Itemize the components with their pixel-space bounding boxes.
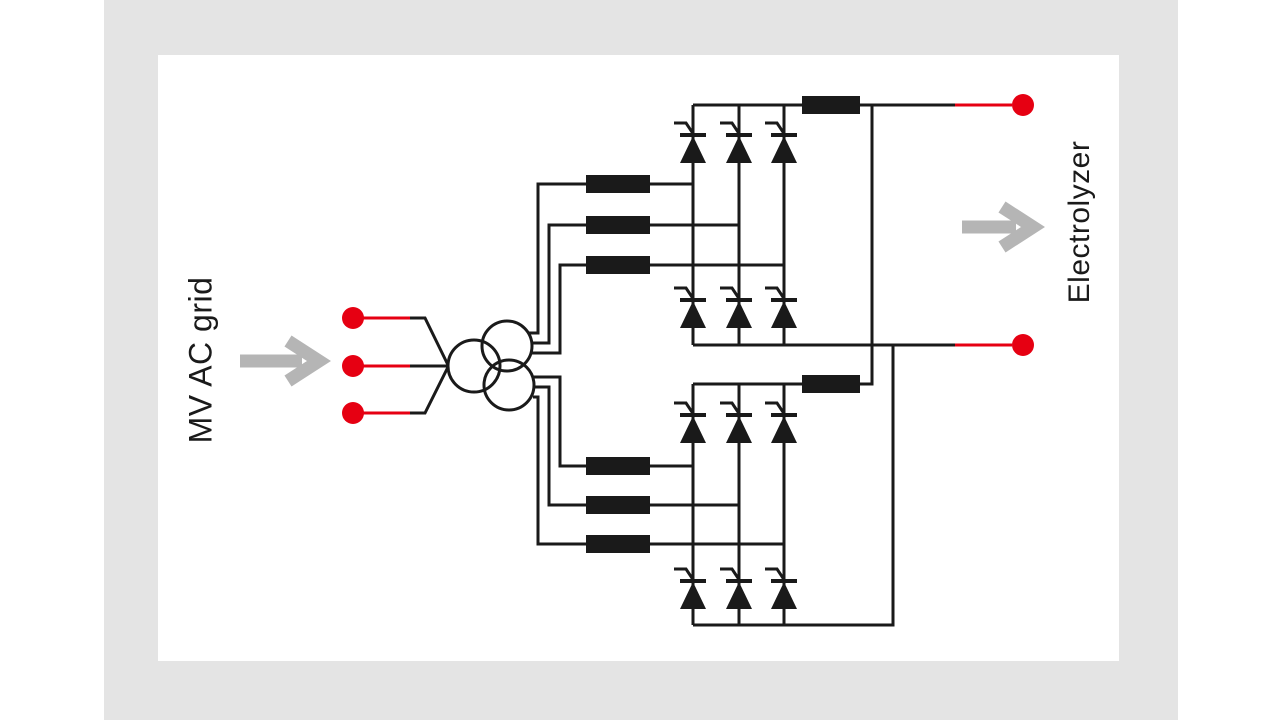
upper-thyristor-bridge [672, 103, 955, 347]
transformer-icon [446, 319, 536, 412]
dc-reactor-icon [802, 96, 860, 114]
secondary-feeders [528, 182, 586, 546]
arrow-right-icon [962, 201, 1045, 253]
thyristor-icon [763, 567, 799, 611]
dc-reactor-icon [802, 375, 860, 393]
input-label: MV AC grid [182, 276, 219, 444]
ac-reactor-icon [586, 496, 650, 514]
phase-c-wire [410, 366, 450, 415]
ac-reactor-icon [586, 216, 650, 234]
output-terminal-icon [1012, 334, 1034, 356]
dc-minus-bus [693, 345, 895, 627]
thyristor-icon [672, 401, 708, 445]
thyristor-icon [763, 401, 799, 445]
thyristor-icon [718, 567, 754, 611]
phase-a-wire [410, 316, 450, 366]
output-label: Electrolyzer [1063, 140, 1096, 304]
feeder-wire [534, 385, 586, 507]
dc-output [802, 94, 1034, 393]
thyristor-icon [672, 567, 708, 611]
ac-reactors [586, 175, 784, 553]
thyristor-icon [763, 286, 799, 330]
input-terminal-icon [342, 402, 364, 424]
thyristor-icon [718, 286, 754, 330]
ac-reactor-icon [586, 175, 650, 193]
thyristor-icon [763, 121, 799, 165]
primary-winding [446, 338, 502, 394]
thyristor-icon [718, 401, 754, 445]
thyristor-icon [718, 121, 754, 165]
ac-reactor-icon [586, 256, 650, 274]
feeder-wire [528, 182, 586, 335]
ac-reactor-icon [586, 457, 650, 475]
output-terminal-icon [1012, 94, 1034, 116]
feeder-wire [531, 263, 586, 355]
feeder-wire [531, 223, 586, 345]
parallel-link-plus [860, 105, 874, 386]
input-terminal-icon [342, 355, 364, 377]
arrow-right-icon [240, 335, 331, 387]
ac-reactor-icon [586, 535, 650, 553]
secondary-winding-top [480, 319, 534, 373]
thyristor-icon [672, 121, 708, 165]
feeder-wire [533, 375, 586, 468]
lower-thyristor-bridge [672, 345, 895, 627]
ac-input-phases [342, 307, 450, 424]
feeder-wire [533, 395, 586, 546]
thyristor-icon [672, 286, 708, 330]
flow-arrows [240, 201, 1045, 387]
secondary-winding-bottom [482, 358, 536, 412]
input-terminal-icon [342, 307, 364, 329]
